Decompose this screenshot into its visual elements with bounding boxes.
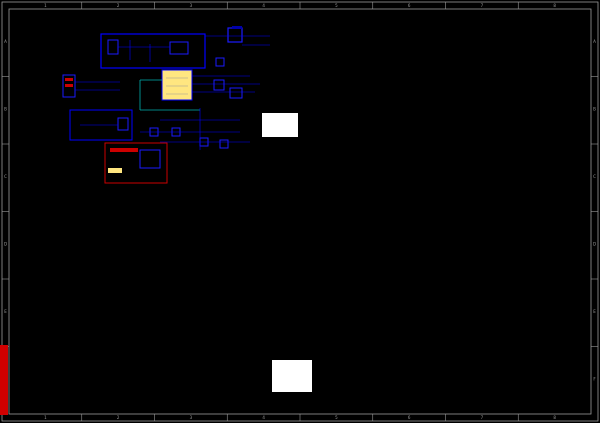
side-title-label	[0, 345, 8, 415]
frame-column-label: 2	[117, 3, 120, 8]
frame-column-label: 1	[44, 3, 47, 8]
frame-column-label: 6	[408, 415, 411, 420]
power-regulator-block	[100, 26, 270, 69]
driver-transistor-cluster	[140, 108, 250, 150]
frame-column-label: 1	[44, 415, 47, 420]
frame-row-label: B	[593, 106, 596, 111]
frame-column-label: 3	[190, 3, 193, 8]
frame-column-label: 8	[553, 415, 556, 420]
frame-column-label: 3	[190, 415, 193, 420]
frame-row-label: A	[4, 39, 7, 44]
frame-row-label: E	[593, 309, 596, 314]
frame-column-label: 4	[262, 3, 265, 8]
frame-row-label: F	[593, 376, 596, 381]
frame-row-label: A	[593, 39, 596, 44]
frame-column-label: 7	[481, 415, 484, 420]
schematic-note-2	[272, 360, 312, 392]
mcu-block	[139, 57, 260, 111]
frame-labels: 1234567812345678ABCDEFABCDEF	[4, 3, 596, 420]
frame-column-label: 2	[117, 415, 120, 420]
frame-row-label: B	[4, 106, 7, 111]
schematic-note-1	[262, 113, 298, 137]
frame-row-label: D	[4, 241, 7, 246]
frame-column-label: 4	[262, 415, 265, 420]
frame-column-label: 6	[408, 3, 411, 8]
frame-column-label: 5	[335, 3, 338, 8]
frame-column-label: 5	[335, 415, 338, 420]
frame-row-label: E	[4, 309, 7, 314]
frame-row-label: C	[4, 174, 7, 179]
frame-column-label: 7	[481, 3, 484, 8]
left-connector-block	[62, 74, 168, 184]
frame-row-label: C	[593, 174, 596, 179]
frame-row-label: D	[593, 241, 596, 246]
frame-column-label: 8	[553, 3, 556, 8]
